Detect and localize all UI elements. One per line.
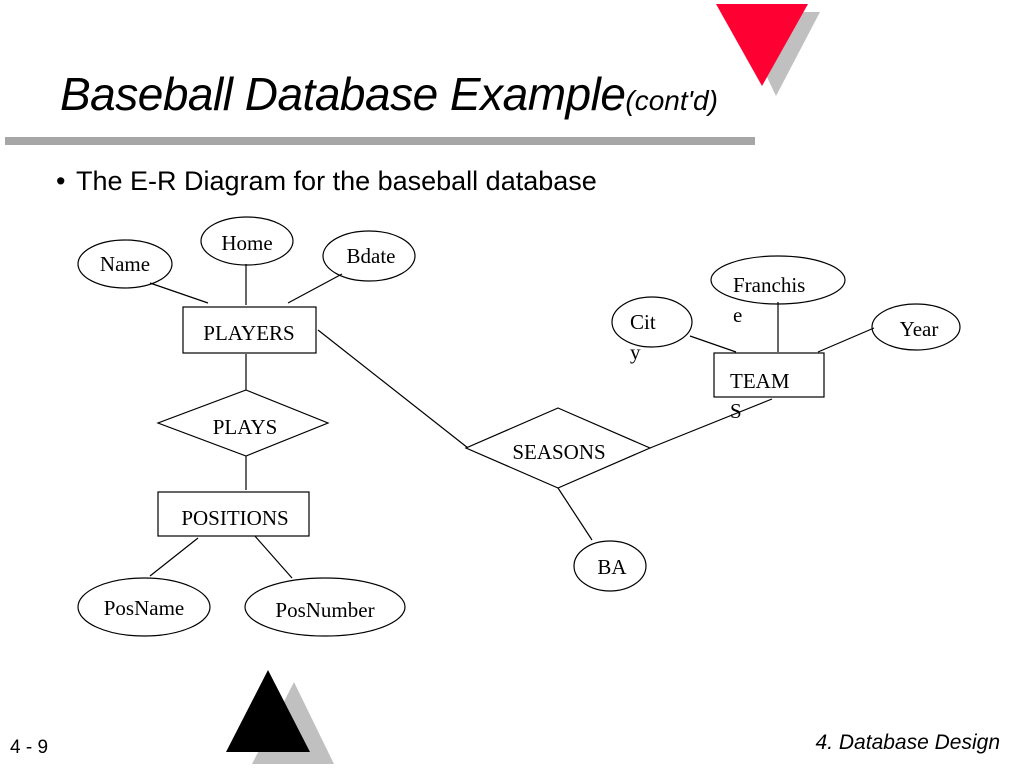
bottom-triangle xyxy=(226,670,310,752)
attr-posname xyxy=(77,577,211,637)
line-name-players xyxy=(149,282,209,304)
line-positions-posname xyxy=(149,537,199,577)
attr-home-label: Home xyxy=(221,231,272,255)
bullet-symbol: • xyxy=(56,166,66,196)
attr-bdate xyxy=(322,230,416,282)
relationship-plays-label: PLAYS xyxy=(213,415,278,439)
attr-ba xyxy=(573,540,647,592)
entity-players xyxy=(182,306,317,354)
line-players-seasons xyxy=(317,329,469,449)
bullet-item: • The E-R Diagram for the baseball databa… xyxy=(56,164,597,198)
attr-franchise xyxy=(710,255,846,305)
relationship-seasons-label: SEASONS xyxy=(512,440,605,464)
line-positions-posnumber xyxy=(253,534,293,579)
attr-home xyxy=(200,216,294,266)
attr-city xyxy=(611,296,693,348)
relationship-seasons xyxy=(464,407,652,489)
entity-teams xyxy=(713,352,825,398)
attr-year xyxy=(871,303,961,351)
entity-positions-label: POSITIONS xyxy=(181,506,288,530)
attr-posname-label: PosName xyxy=(104,596,185,620)
attr-franchise-label-2: e xyxy=(733,303,742,327)
line-seasons-ba xyxy=(557,487,593,541)
line-city-teams xyxy=(689,335,737,353)
title-suffix: (cont'd) xyxy=(625,85,718,116)
attr-ba-label: BA xyxy=(597,555,627,579)
bullet-text: The E-R Diagram for the baseball databas… xyxy=(76,166,597,196)
line-bdate-players xyxy=(287,273,343,304)
entity-teams-label-1: TEAM xyxy=(730,369,790,393)
entity-players-label: PLAYERS xyxy=(203,321,294,345)
attr-name xyxy=(77,239,173,289)
attr-bdate-label: Bdate xyxy=(347,244,396,268)
title-rule xyxy=(5,137,755,145)
attr-city-label-2: y xyxy=(630,340,641,364)
attr-name-label: Name xyxy=(100,252,150,276)
line-seasons-teams xyxy=(649,398,773,449)
page-number: 4 - 9 xyxy=(10,737,49,758)
title-main: Baseball Database Example xyxy=(60,68,626,120)
slide-title: Baseball Database Example(cont'd) xyxy=(60,62,718,133)
line-year-teams xyxy=(817,327,875,353)
relationship-plays xyxy=(156,389,330,457)
attr-city-label-1: Cit xyxy=(630,310,656,334)
entity-positions xyxy=(157,491,310,537)
entity-teams-label-2: S xyxy=(730,399,742,423)
footer-chapter: 4. Database Design xyxy=(815,731,1000,754)
attr-year-label: Year xyxy=(900,317,939,341)
attr-posnumber-label: PosNumber xyxy=(275,598,374,622)
attr-franchise-label-1: Franchis xyxy=(733,273,805,297)
attr-posnumber xyxy=(244,577,406,637)
top-triangle xyxy=(716,4,808,86)
